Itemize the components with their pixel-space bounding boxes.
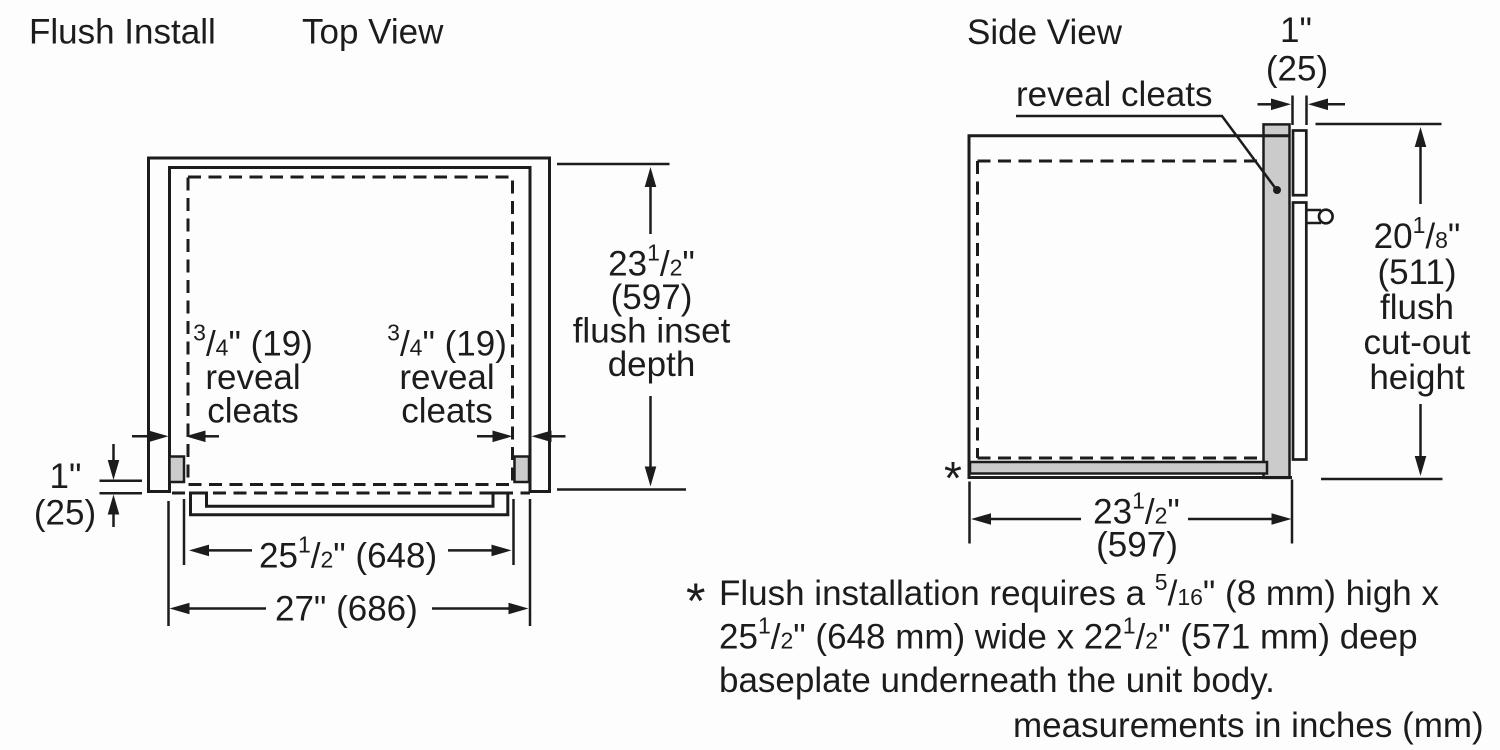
svg-text:height: height [1369,358,1465,397]
svg-text:Side View: Side View [967,13,1123,52]
svg-text:1": 1" [50,457,82,496]
svg-text:251/2" (648): 251/2" (648) [259,532,437,576]
svg-text:reveal: reveal [205,358,300,397]
svg-text:251/2" (648 mm) wide x 221/2": 251/2" (648 mm) wide x 221/2" (571 mm) d… [719,613,1418,657]
svg-text:flush: flush [1380,288,1454,327]
svg-text:Flush Install: Flush Install [29,13,216,52]
svg-text:(25): (25) [1266,50,1328,89]
svg-text:(597): (597) [1096,526,1178,565]
svg-text:201/8": 201/8" [1374,212,1461,256]
svg-text:Top View: Top View [302,13,444,52]
svg-text:3/4" (19): 3/4" (19) [387,320,507,364]
svg-text:Flush installation requires a: Flush installation requires a 5/16" (8 m… [719,569,1439,613]
svg-text:(511): (511) [1377,253,1456,292]
svg-text:27" (686): 27" (686) [275,590,418,629]
svg-text:reveal cleats: reveal cleats [1016,75,1212,114]
svg-text:1": 1" [1280,11,1312,50]
svg-text:reveal: reveal [399,358,494,397]
svg-text:(25): (25) [34,494,96,533]
svg-text:baseplate underneath the unit: baseplate underneath the unit body. [719,661,1275,700]
svg-text:flush inset: flush inset [573,312,731,351]
svg-text:cleats: cleats [401,392,492,431]
svg-text:(597): (597) [611,278,693,317]
svg-text:*: * [686,573,705,629]
svg-text:*: * [944,452,962,504]
svg-text:measurements in inches (mm): measurements in inches (mm) [1013,706,1484,745]
svg-text:cut-out: cut-out [1364,323,1471,362]
svg-text:231/2": 231/2" [608,240,695,284]
svg-text:cleats: cleats [207,392,298,431]
svg-text:depth: depth [608,345,696,384]
svg-text:3/4" (19): 3/4" (19) [193,320,313,364]
svg-text:231/2": 231/2" [1093,488,1180,532]
